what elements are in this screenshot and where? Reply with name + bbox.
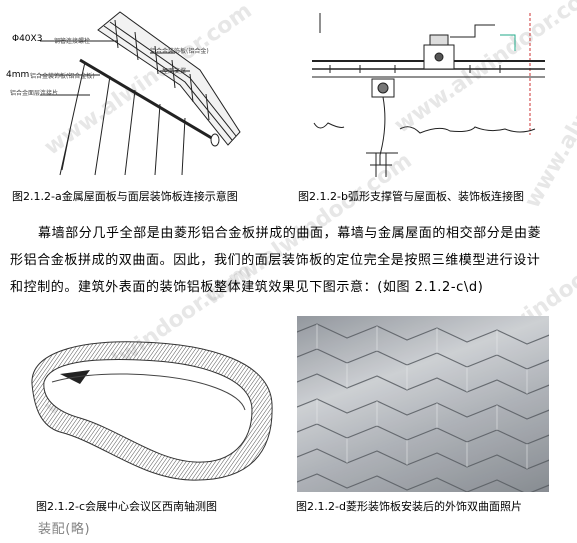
figure-d-photo: [297, 316, 549, 492]
fig-a-note: 屋面支撑: [162, 68, 187, 75]
body-line-3: 和控制的。建筑外表面的装饰铝板整体建筑效果见下图示意：(如图 2.1.2-c\d…: [10, 280, 484, 295]
fig-a-caption: 图2.1.2-a金属屋面板与面层装饰板连接示意图: [12, 190, 238, 203]
figure-c-drawing: [20, 322, 280, 492]
fig-a-note: 钢管连接螺栓: [54, 38, 91, 45]
fig-a-label-pipe: Φ40X3: [12, 34, 43, 44]
body-line-1: 幕墙部分几乎全部是由菱形铝合金板拼成的曲面，幕墙与金属屋面的相交部分是由菱: [38, 226, 542, 241]
body-line-4: 装配(略): [38, 522, 91, 537]
fig-a-label-plate: 4mm: [6, 70, 30, 80]
figure-a-drawing: [0, 0, 265, 180]
fig-c-caption: 图2.1.2-c会展中心会议区西南轴测图: [36, 500, 218, 513]
fig-a-note: 铝合金面层连接片: [10, 90, 59, 97]
fig-b-caption: 图2.1.2-b弧形支撑管与屋面板、装饰板连接图: [298, 190, 524, 203]
body-line-2: 形铝合金板拼成的双曲面。因此，我们的面层装饰板的定位完全是按照三维模型进行设计: [10, 253, 541, 268]
fig-a-note: 铝合金装饰板(铝合金板): [30, 73, 95, 80]
fig-d-caption: 图2.1.2-d菱形装饰板安装后的外饰双曲面照片: [296, 500, 522, 513]
figure-b-drawing: [300, 5, 577, 185]
fig-a-note: 铝合金装饰板(铝合金): [150, 48, 209, 55]
